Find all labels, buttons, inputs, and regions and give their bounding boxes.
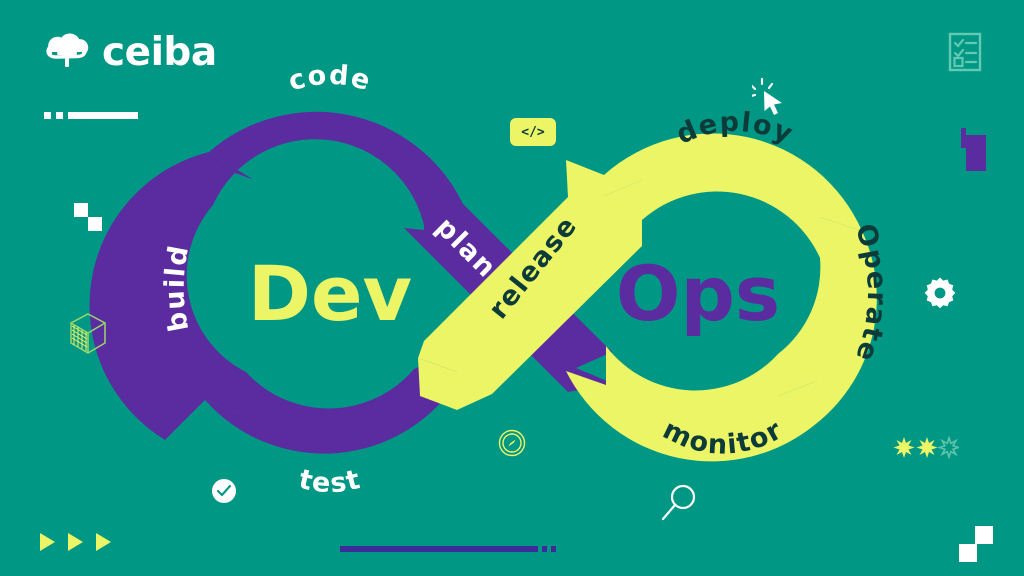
click-cursor-icon — [749, 77, 792, 122]
underline-dot — [56, 112, 63, 119]
ops-segment-deploy — [604, 133, 862, 258]
release-band — [418, 160, 642, 410]
checklist-icon — [948, 32, 984, 78]
dev-segment-build — [89, 152, 252, 440]
code-tag-icon: </> — [510, 118, 556, 146]
release-band-tail — [418, 358, 457, 410]
underline-bar — [68, 112, 138, 119]
bar-blocks-icon — [961, 128, 966, 148]
gear-icon — [923, 276, 957, 314]
underline-dot — [44, 112, 51, 119]
dev-segment-code — [209, 111, 463, 230]
cloud-tree-icon — [44, 30, 90, 74]
brand-name: ceiba — [102, 29, 217, 75]
progress-track — [340, 546, 538, 552]
search-magnifier-icon — [660, 483, 698, 527]
ops-segment-monitor — [566, 346, 817, 462]
dev-center-label: Dev — [248, 249, 412, 338]
brand-underline-accent — [44, 112, 138, 119]
progress-bar-icon — [340, 546, 556, 552]
asterisk-sparkle-icon — [893, 435, 962, 467]
ops-center-label: Ops — [616, 249, 780, 338]
dev-segment-test — [205, 355, 449, 454]
progress-dot — [542, 546, 547, 552]
dev-label-code: code — [285, 60, 375, 98]
compass-icon — [498, 429, 526, 461]
brand-logo: ceiba — [44, 30, 217, 74]
play-triangle-icon — [40, 533, 111, 551]
ops-loop-track — [566, 133, 877, 462]
dev-label-test: test — [296, 464, 365, 500]
cube-3d-icon — [68, 312, 108, 360]
check-circle-icon — [211, 478, 237, 508]
progress-dot — [551, 546, 556, 552]
bar-blocks-icon — [966, 135, 986, 171]
code-tag-label: </> — [521, 124, 545, 140]
ops-segment-operate — [778, 217, 877, 423]
